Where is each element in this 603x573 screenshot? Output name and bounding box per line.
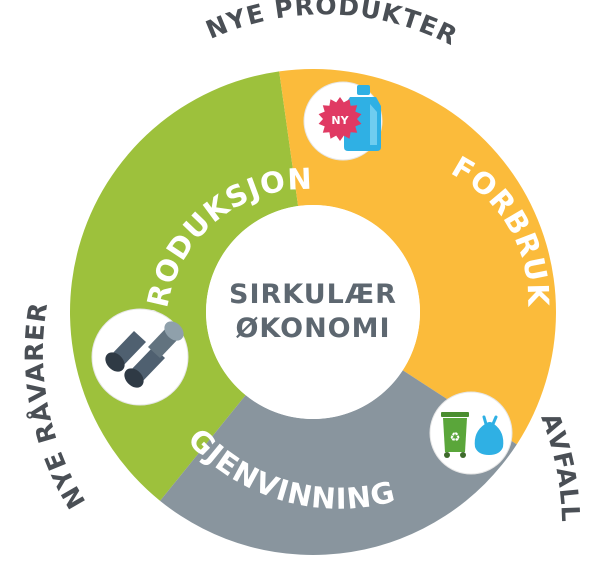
outer-label-avfall: AVFALL: [535, 409, 585, 523]
waste-icon: ♻: [429, 391, 513, 475]
pipes-icon: [105, 321, 184, 388]
trash-bag-icon: [474, 415, 504, 455]
center-title-line2: ØKONOMI: [235, 313, 390, 344]
segment-gjenvinning: [160, 370, 517, 555]
center-title-line1: SIRKULÆR: [229, 279, 397, 310]
recycling-bin-icon: ♻: [441, 412, 469, 458]
new-product-icon: NY: [303, 81, 383, 161]
svg-text:♻: ♻: [450, 430, 461, 444]
center-circle: [206, 205, 420, 419]
segment-forbruk: [279, 69, 556, 445]
new-badge: NY: [318, 97, 362, 141]
outer-label-nye-produkter: NYE PRODUKTER: [202, 0, 463, 51]
svg-text:NY: NY: [331, 114, 349, 127]
raw-materials-icon: [91, 308, 189, 406]
